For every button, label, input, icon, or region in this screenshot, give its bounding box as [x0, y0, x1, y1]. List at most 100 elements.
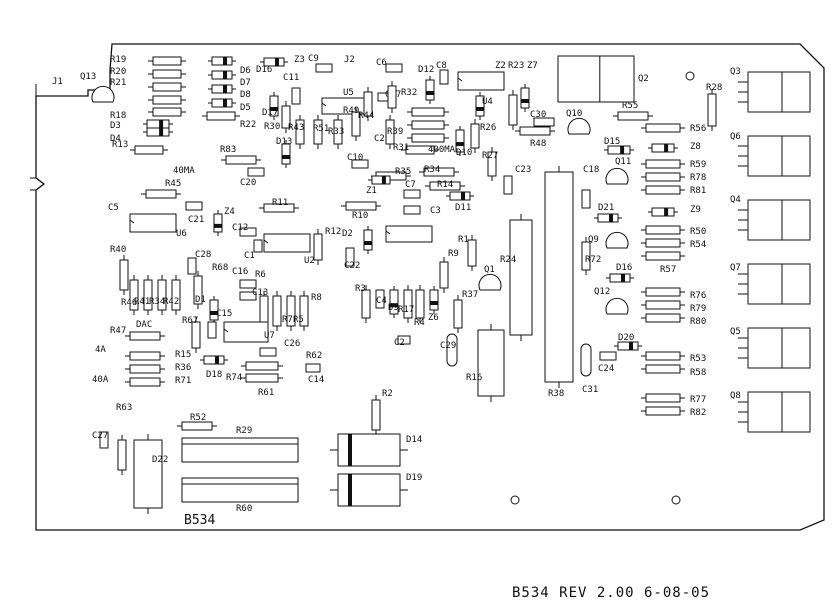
ref-label: Z4: [224, 207, 235, 217]
c12-cap-h: C12: [232, 223, 257, 237]
j2-label: J2: [344, 55, 355, 65]
ref-label: R46: [121, 298, 137, 308]
ref-label: C11: [283, 73, 299, 83]
z3-label: Z3: [294, 55, 305, 65]
z9-diode-h: Z9: [648, 205, 701, 217]
ref-label: R76: [690, 291, 706, 301]
ic8-ic-h: [457, 71, 505, 91]
ref-label: Z6: [428, 313, 439, 323]
ref-label: D2: [342, 229, 353, 239]
c11-cap-v: C11: [283, 73, 301, 105]
r80-res-h: R80: [641, 313, 706, 327]
r23-res-v: R23: [508, 61, 524, 130]
ref-label: Z8: [690, 142, 701, 152]
ref-label: R47: [110, 326, 126, 336]
ref-label: R5: [293, 315, 304, 325]
ref-label: C18: [583, 165, 599, 175]
j1-label: J1: [52, 77, 63, 87]
ref-label: Z3: [294, 55, 305, 65]
d6-diode-h: D6: [208, 56, 251, 76]
ref-label: C20: [240, 178, 256, 188]
r79-res-h: R79: [641, 300, 706, 314]
ref-label: R49: [343, 106, 359, 116]
r20-res-h: R20: [110, 67, 186, 79]
ref-label: R28: [706, 83, 722, 93]
r52-res-h: R52: [177, 413, 217, 431]
revision-footer: B534 REV 2.00 6-08-05: [512, 585, 710, 601]
ref-label: D18: [206, 370, 222, 380]
ref-label: R38: [548, 389, 564, 399]
ref-label: R33: [328, 127, 344, 137]
r8-res-v: R8: [299, 291, 322, 331]
ref-label: D4: [110, 134, 121, 144]
r71-res-h: R71: [125, 376, 191, 387]
ref-label: R83: [220, 145, 236, 155]
ref-label: C4: [376, 296, 387, 306]
ref-label: R2: [382, 389, 393, 399]
ref-label: R52: [190, 413, 206, 423]
ref-label: R31: [393, 143, 409, 153]
ref-label: R67: [182, 316, 198, 326]
ref-label: D12: [418, 65, 434, 75]
r40-res-v: R40: [110, 245, 129, 295]
d19-bigdiode: D19: [330, 473, 422, 507]
ref-label: R7: [282, 315, 293, 325]
ref-label: R55: [622, 101, 638, 111]
d10-diode-v: D10: [455, 126, 472, 158]
c9-cap-h: C9: [308, 54, 333, 73]
d13-diode-v: D13: [276, 137, 292, 168]
ref-label: D3: [110, 121, 121, 131]
ref-label: R71: [175, 376, 191, 386]
r10-res-h: R10: [341, 201, 381, 221]
ref-label: R51: [313, 124, 329, 134]
d7-diode-h: D7: [208, 70, 251, 88]
c16-cap-h: C16: [232, 267, 257, 289]
ref-label: U7: [264, 331, 275, 341]
ref-label: R82: [690, 408, 706, 418]
d20-diode-h: D20: [614, 333, 642, 351]
ref-label: D15: [604, 137, 620, 147]
r82-res-h: R82: [641, 406, 706, 418]
ref-label: Q11: [615, 157, 631, 167]
ref-label: R21: [110, 78, 126, 88]
c8-cap-v: C8: [436, 61, 449, 85]
d14-bigdiode: D14: [330, 433, 422, 467]
ref-label: 4A: [95, 345, 106, 355]
ref-label: R12: [325, 227, 341, 237]
ref-label: R36: [175, 363, 191, 373]
r49-res-v: R49: [343, 106, 361, 141]
z6-diode-v: Z6: [428, 286, 439, 323]
r38-bigres-v: R38: [544, 166, 574, 399]
r14-res-h: R14: [425, 180, 465, 191]
r55-res-h: R55: [613, 101, 653, 121]
c7-cap-h: C7: [403, 180, 421, 199]
ref-label: C28: [195, 250, 211, 260]
ref-label: R41: [134, 297, 150, 307]
ref-label: R42: [163, 297, 179, 307]
z2-diode-v: Z2: [475, 61, 506, 120]
q10-transistor: Q10: [566, 109, 591, 135]
ref-label: R17: [398, 305, 414, 315]
q7-power: Q7: [730, 263, 811, 305]
ref-label: D17: [262, 108, 278, 118]
ref-label: 40A: [92, 375, 109, 385]
r31-res-h: R31: [393, 143, 439, 155]
z7-diode-v: Z7: [520, 61, 538, 112]
ref-label: R3: [355, 284, 366, 294]
r67-res-v: R67: [182, 316, 201, 353]
r24-bigres-v: R24: [500, 214, 533, 341]
r41-res-v: R41: [134, 275, 153, 315]
ref-label: Q7: [730, 263, 741, 273]
r33-res-v: R33: [328, 115, 344, 149]
part-res-h: [407, 120, 449, 130]
400ma-label: 400MA: [428, 145, 456, 155]
r78-res-h: R78: [641, 172, 706, 183]
ref-label: Q6: [730, 132, 741, 142]
ref-label: R63: [116, 403, 132, 413]
r4-res-v: R4: [414, 285, 425, 328]
r19-res-h: R19: [110, 55, 186, 66]
ref-label: C2: [394, 338, 405, 348]
r26-res-v: R26: [470, 119, 496, 153]
r77-res-h: R77: [641, 393, 706, 405]
